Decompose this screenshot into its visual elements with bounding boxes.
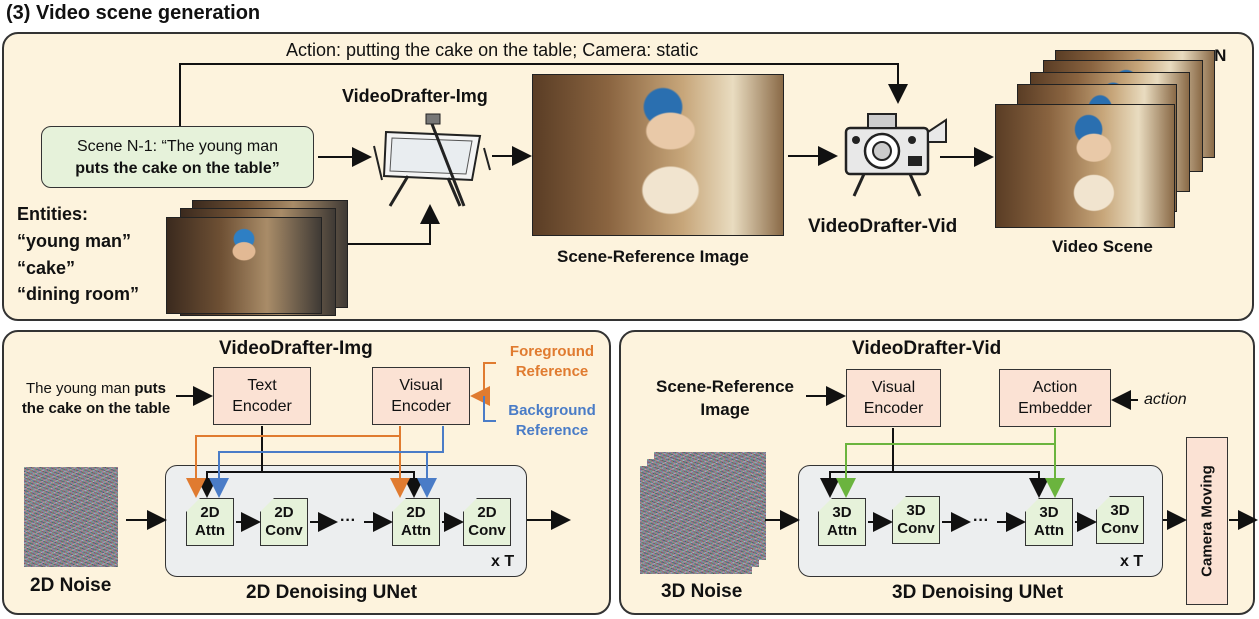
img-unet-repeat: x T [491, 553, 515, 570]
img-prompt-prefix: The young man [25, 380, 135, 397]
img-unet-label: 2D Denoising UNet [246, 582, 418, 603]
bottom-arrows [126, 362, 1258, 532]
img-prompt-bold2: the cake on the table [21, 400, 171, 417]
noise-2d-label: 2D Noise [30, 575, 112, 596]
img-model-label: VideoDrafter-Img [342, 86, 488, 106]
scene-reference-image [532, 74, 784, 236]
action-camera-label: Action: putting the cake on the table; C… [286, 40, 699, 60]
vid-unet-repeat: x T [1120, 553, 1144, 570]
vid-ellipsis: ··· [973, 512, 989, 529]
img-panel-title: VideoDrafter-Img [219, 338, 373, 359]
noise-2d [24, 467, 118, 567]
img-prompt-bold1: puts [134, 380, 167, 397]
entity-cake: “cake” [17, 258, 76, 278]
vid-unet-label: 3D Denoising UNet [892, 582, 1064, 603]
camera-icon [844, 113, 947, 197]
vid-model-label: VideoDrafter-Vid [808, 216, 958, 237]
entities-label: Entities: [17, 204, 89, 224]
noise-3d-label: 3D Noise [661, 581, 743, 602]
scene-reference-caption: Scene-Reference Image [557, 247, 749, 266]
img-ellipsis: ··· [340, 512, 356, 529]
video-scene-caption: Video Scene [1052, 237, 1153, 256]
noise-3d-front [640, 466, 752, 574]
entity-young-man: “young man” [17, 231, 132, 251]
top-arrows [179, 63, 994, 245]
scene-text-box: Scene N-1: “The young man puts the cake … [41, 126, 314, 188]
scene-text-line2: puts the cake on the table” [75, 160, 280, 177]
vid-panel-title: VideoDrafter-Vid [852, 338, 1002, 359]
video-frame-1 [995, 104, 1175, 228]
section-title: (3) Video scene generation [6, 2, 261, 24]
entity-dining-room: “dining room” [17, 284, 139, 304]
img-prompt: The young man puts the cake on the table [10, 379, 182, 419]
scene-text-line1: Scene N-1: “The young man [77, 138, 278, 155]
easel-icon [373, 113, 491, 207]
entity-image-front [166, 217, 322, 314]
action-input-label: action [1144, 391, 1187, 408]
camera-moving-box: Camera Moving [1186, 437, 1228, 605]
